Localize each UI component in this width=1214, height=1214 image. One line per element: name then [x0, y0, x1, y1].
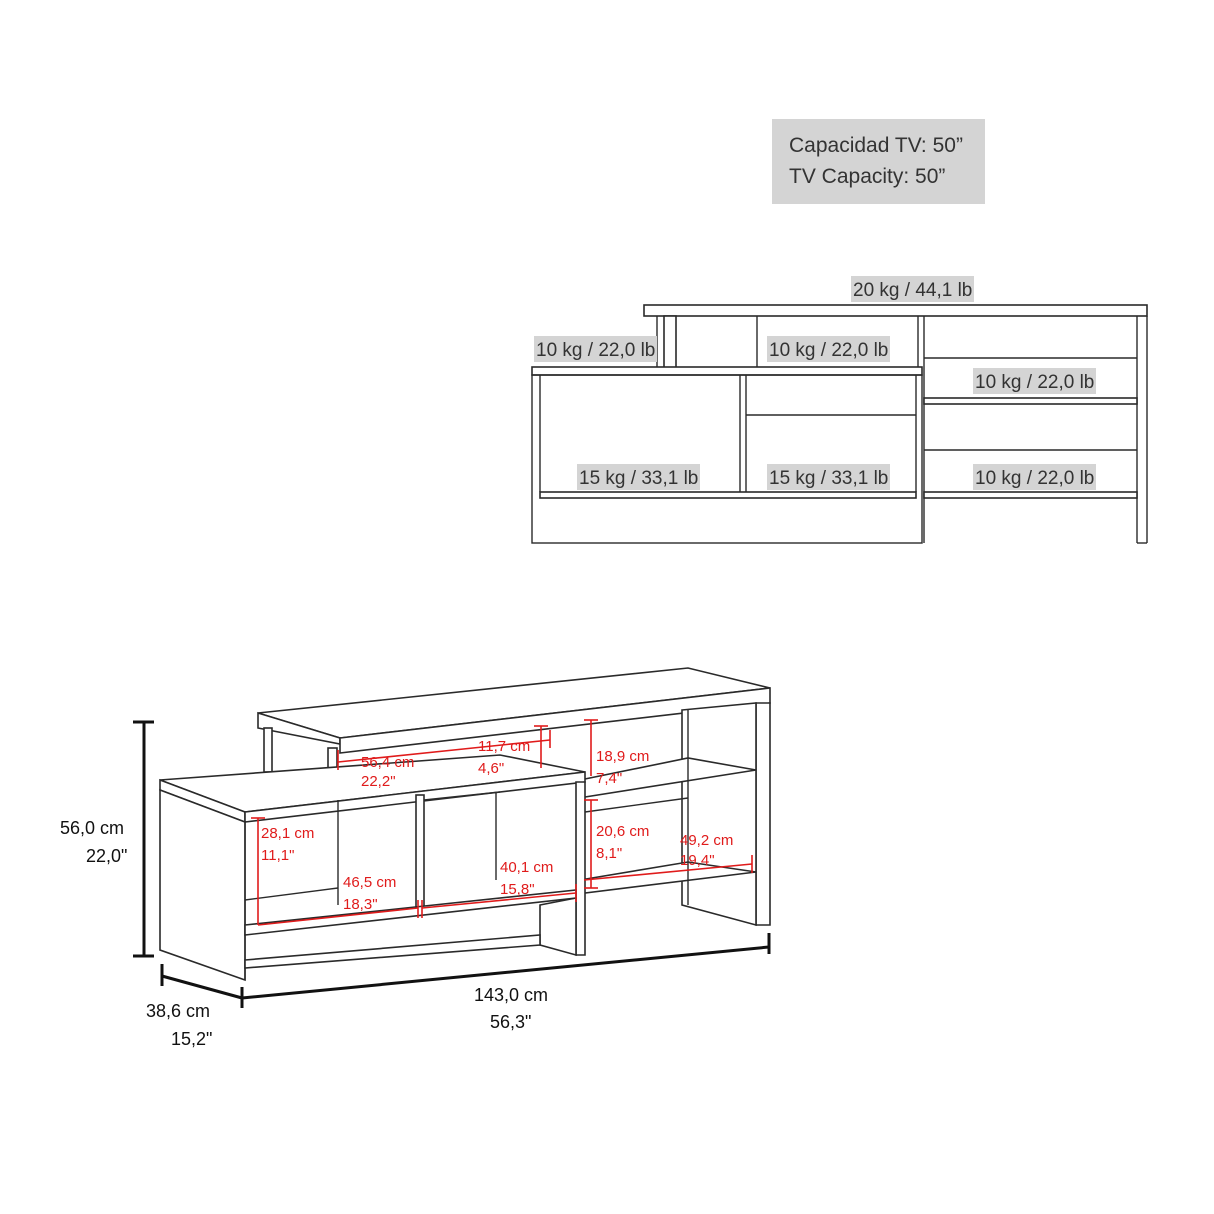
dim-right-width-in: 19,4"	[680, 852, 715, 869]
right-shelf-2	[923, 397, 1138, 405]
dim-left-width-cm: 46,5 cm	[343, 874, 396, 891]
load-label-right-lower: 10 kg / 22,0 lb	[975, 468, 1094, 489]
right-shelf-4	[923, 491, 1138, 499]
persp-left-rear-leg	[263, 727, 273, 773]
dim-right-upper-height-cm: 18,9 cm	[596, 748, 649, 765]
dim-left-height-in: 11,1"	[261, 847, 294, 864]
load-label-middle-upper: 10 kg / 22,0 lb	[769, 340, 888, 361]
dim-depth-in: 15,2"	[171, 1029, 212, 1049]
depth-dimension-line	[161, 974, 243, 1000]
persp-lower-bottom	[244, 934, 541, 969]
dim-top-shelf-height-in: 4,6"	[478, 760, 504, 777]
load-label-right-upper: 10 kg / 22,0 lb	[975, 372, 1094, 393]
dim-right-lower-height-in: 8,1"	[596, 845, 622, 862]
dim-width-cm: 143,0 cm	[474, 985, 548, 1005]
dim-depth-cm: 38,6 cm	[146, 1001, 210, 1021]
front-elevation-drawing: 20 kg / 44,1 lb 10 kg / 22,0 lb 10 kg / …	[531, 276, 1148, 544]
dim-height-in: 22,0"	[86, 846, 127, 866]
lower-bottom-shelf	[539, 491, 917, 499]
dim-top-shelf-width-cm: 56,4 cm	[361, 754, 414, 771]
dim-right-upper-height-in: 7,4"	[596, 770, 622, 787]
perspective-drawing: 56,4 cm 22,2" 11,7 cm 4,6" 18,9 cm 7,4" …	[60, 667, 771, 1049]
tv-capacity-en: TV Capacity: 50”	[789, 165, 945, 188]
persp-lower-left-side	[159, 788, 246, 982]
upper-left-leg	[663, 315, 677, 369]
dim-right-lower-height-cm: 20,6 cm	[596, 823, 649, 840]
persp-lower-divider	[415, 794, 425, 914]
load-label-left-upper: 10 kg / 22,0 lb	[536, 340, 655, 361]
dim-top-shelf-width-in: 22,2"	[361, 773, 396, 790]
lower-top-board	[531, 366, 923, 376]
persp-right-side-panel	[755, 702, 771, 926]
dim-middle-width-cm: 40,1 cm	[500, 859, 553, 876]
persp-lower-right-side	[575, 781, 586, 956]
dim-width-in: 56,3"	[490, 1012, 531, 1032]
load-label-top: 20 kg / 44,1 lb	[853, 280, 972, 301]
load-label-middle-lower: 15 kg / 33,1 lb	[769, 468, 888, 489]
dim-top-shelf-height-cm: 11,7 cm	[478, 738, 530, 755]
lower-unit-body	[531, 374, 923, 544]
tv-capacity-es: Capacidad TV: 50”	[789, 134, 963, 157]
dim-right-width-cm: 49,2 cm	[680, 832, 733, 849]
load-label-left-lower: 15 kg / 33,1 lb	[579, 468, 698, 489]
tv-capacity-background	[772, 119, 985, 204]
dim-middle-width-in: 15,8"	[500, 881, 535, 898]
overall-dimension-lines	[133, 720, 771, 1008]
upper-top-board	[643, 304, 1148, 317]
dim-height-cm: 56,0 cm	[60, 818, 124, 838]
dim-left-width-in: 18,3"	[343, 896, 378, 913]
inner-dimension-lines	[251, 719, 753, 926]
tv-capacity-box: Capacidad TV: 50” TV Capacity: 50”	[772, 119, 985, 204]
dim-left-height-cm: 28,1 cm	[261, 825, 314, 842]
width-dimension-line	[241, 945, 770, 1000]
